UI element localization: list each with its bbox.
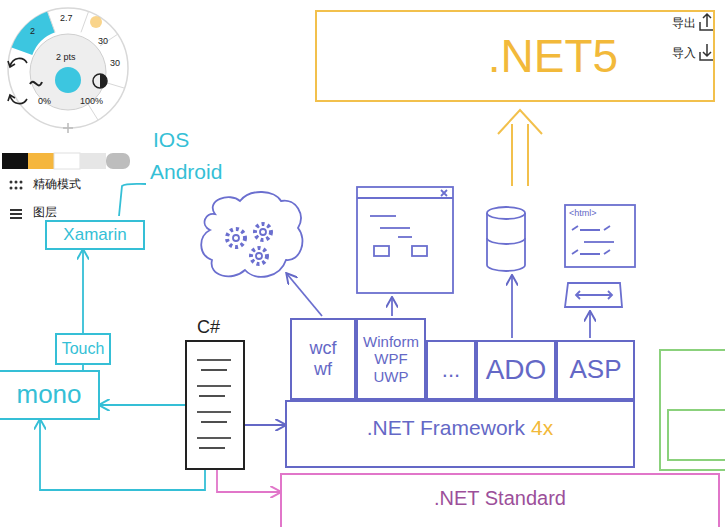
text-line (199, 447, 225, 449)
component-box: .NET5 (315, 10, 715, 102)
window-icon (357, 187, 453, 316)
upgrade-arrow (498, 110, 542, 186)
tool-value: 2 (30, 26, 35, 36)
node-label: .NET5 (488, 30, 618, 83)
node-label: ADO (486, 354, 547, 386)
menu-item: 精确模式 (33, 178, 81, 192)
node-label: mono (16, 380, 81, 410)
tool-value: 100% (80, 96, 103, 106)
component-box: mono (0, 370, 100, 420)
component-box: ... (426, 340, 476, 400)
tool-wheel (8, 8, 128, 133)
code-tag: <html> (569, 208, 597, 218)
node-label: wcf wf (310, 338, 337, 379)
node-label: .NET Standard (434, 487, 566, 510)
text-line (201, 369, 227, 371)
menu-item: 图层 (33, 206, 57, 220)
text-line (197, 359, 231, 361)
web-page-icon (565, 205, 635, 338)
menu-icons (10, 181, 23, 220)
text-line (201, 421, 227, 423)
menu-item: 导出 (672, 17, 696, 31)
leader-line (119, 184, 146, 216)
node-heading: C# (197, 317, 220, 338)
connector (100, 404, 185, 406)
connector (82, 250, 84, 333)
document-lines (187, 342, 243, 468)
connector (245, 424, 285, 426)
color-swatches (2, 153, 130, 169)
text-line (199, 395, 225, 397)
export-import-icons (700, 14, 714, 60)
platform-name: Android (150, 160, 222, 184)
node-label: Touch (62, 340, 105, 358)
database-icon (487, 207, 525, 338)
tool-value: 2 pts (56, 52, 76, 62)
text-line (197, 385, 231, 387)
tool-value: 2.7 (60, 13, 73, 23)
component-box: wcf wf (290, 318, 356, 400)
platform-name: IOS (153, 128, 189, 152)
component-box: Winform WPF UWP (356, 318, 426, 400)
node-label: ASP (569, 355, 621, 385)
tool-value: 30 (110, 58, 120, 68)
tool-value: 30 (98, 36, 108, 46)
component-box: .NET Standard (280, 473, 720, 527)
connector (217, 470, 280, 492)
cloud-service-icon (201, 192, 322, 316)
text-line (197, 411, 231, 413)
component-box: Touch (55, 333, 111, 365)
component-box: ADO (476, 340, 556, 400)
menu-item: 导入 (672, 47, 696, 61)
component-box: Xamarin (45, 220, 145, 250)
node-label: 4x (531, 416, 553, 440)
component-box: .NET Framework4x (285, 400, 635, 468)
node-label: .NET Framework (367, 416, 525, 440)
component-box: ASP (556, 340, 635, 400)
tool-value: 0% (38, 96, 51, 106)
node-label: Xamarin (63, 225, 126, 245)
node-label: ... (442, 357, 460, 382)
source-document: C# (185, 340, 245, 470)
cut-off-boxes (660, 350, 725, 470)
node-label: Winform WPF UWP (363, 333, 419, 385)
connector (40, 420, 205, 490)
text-line (197, 437, 231, 439)
